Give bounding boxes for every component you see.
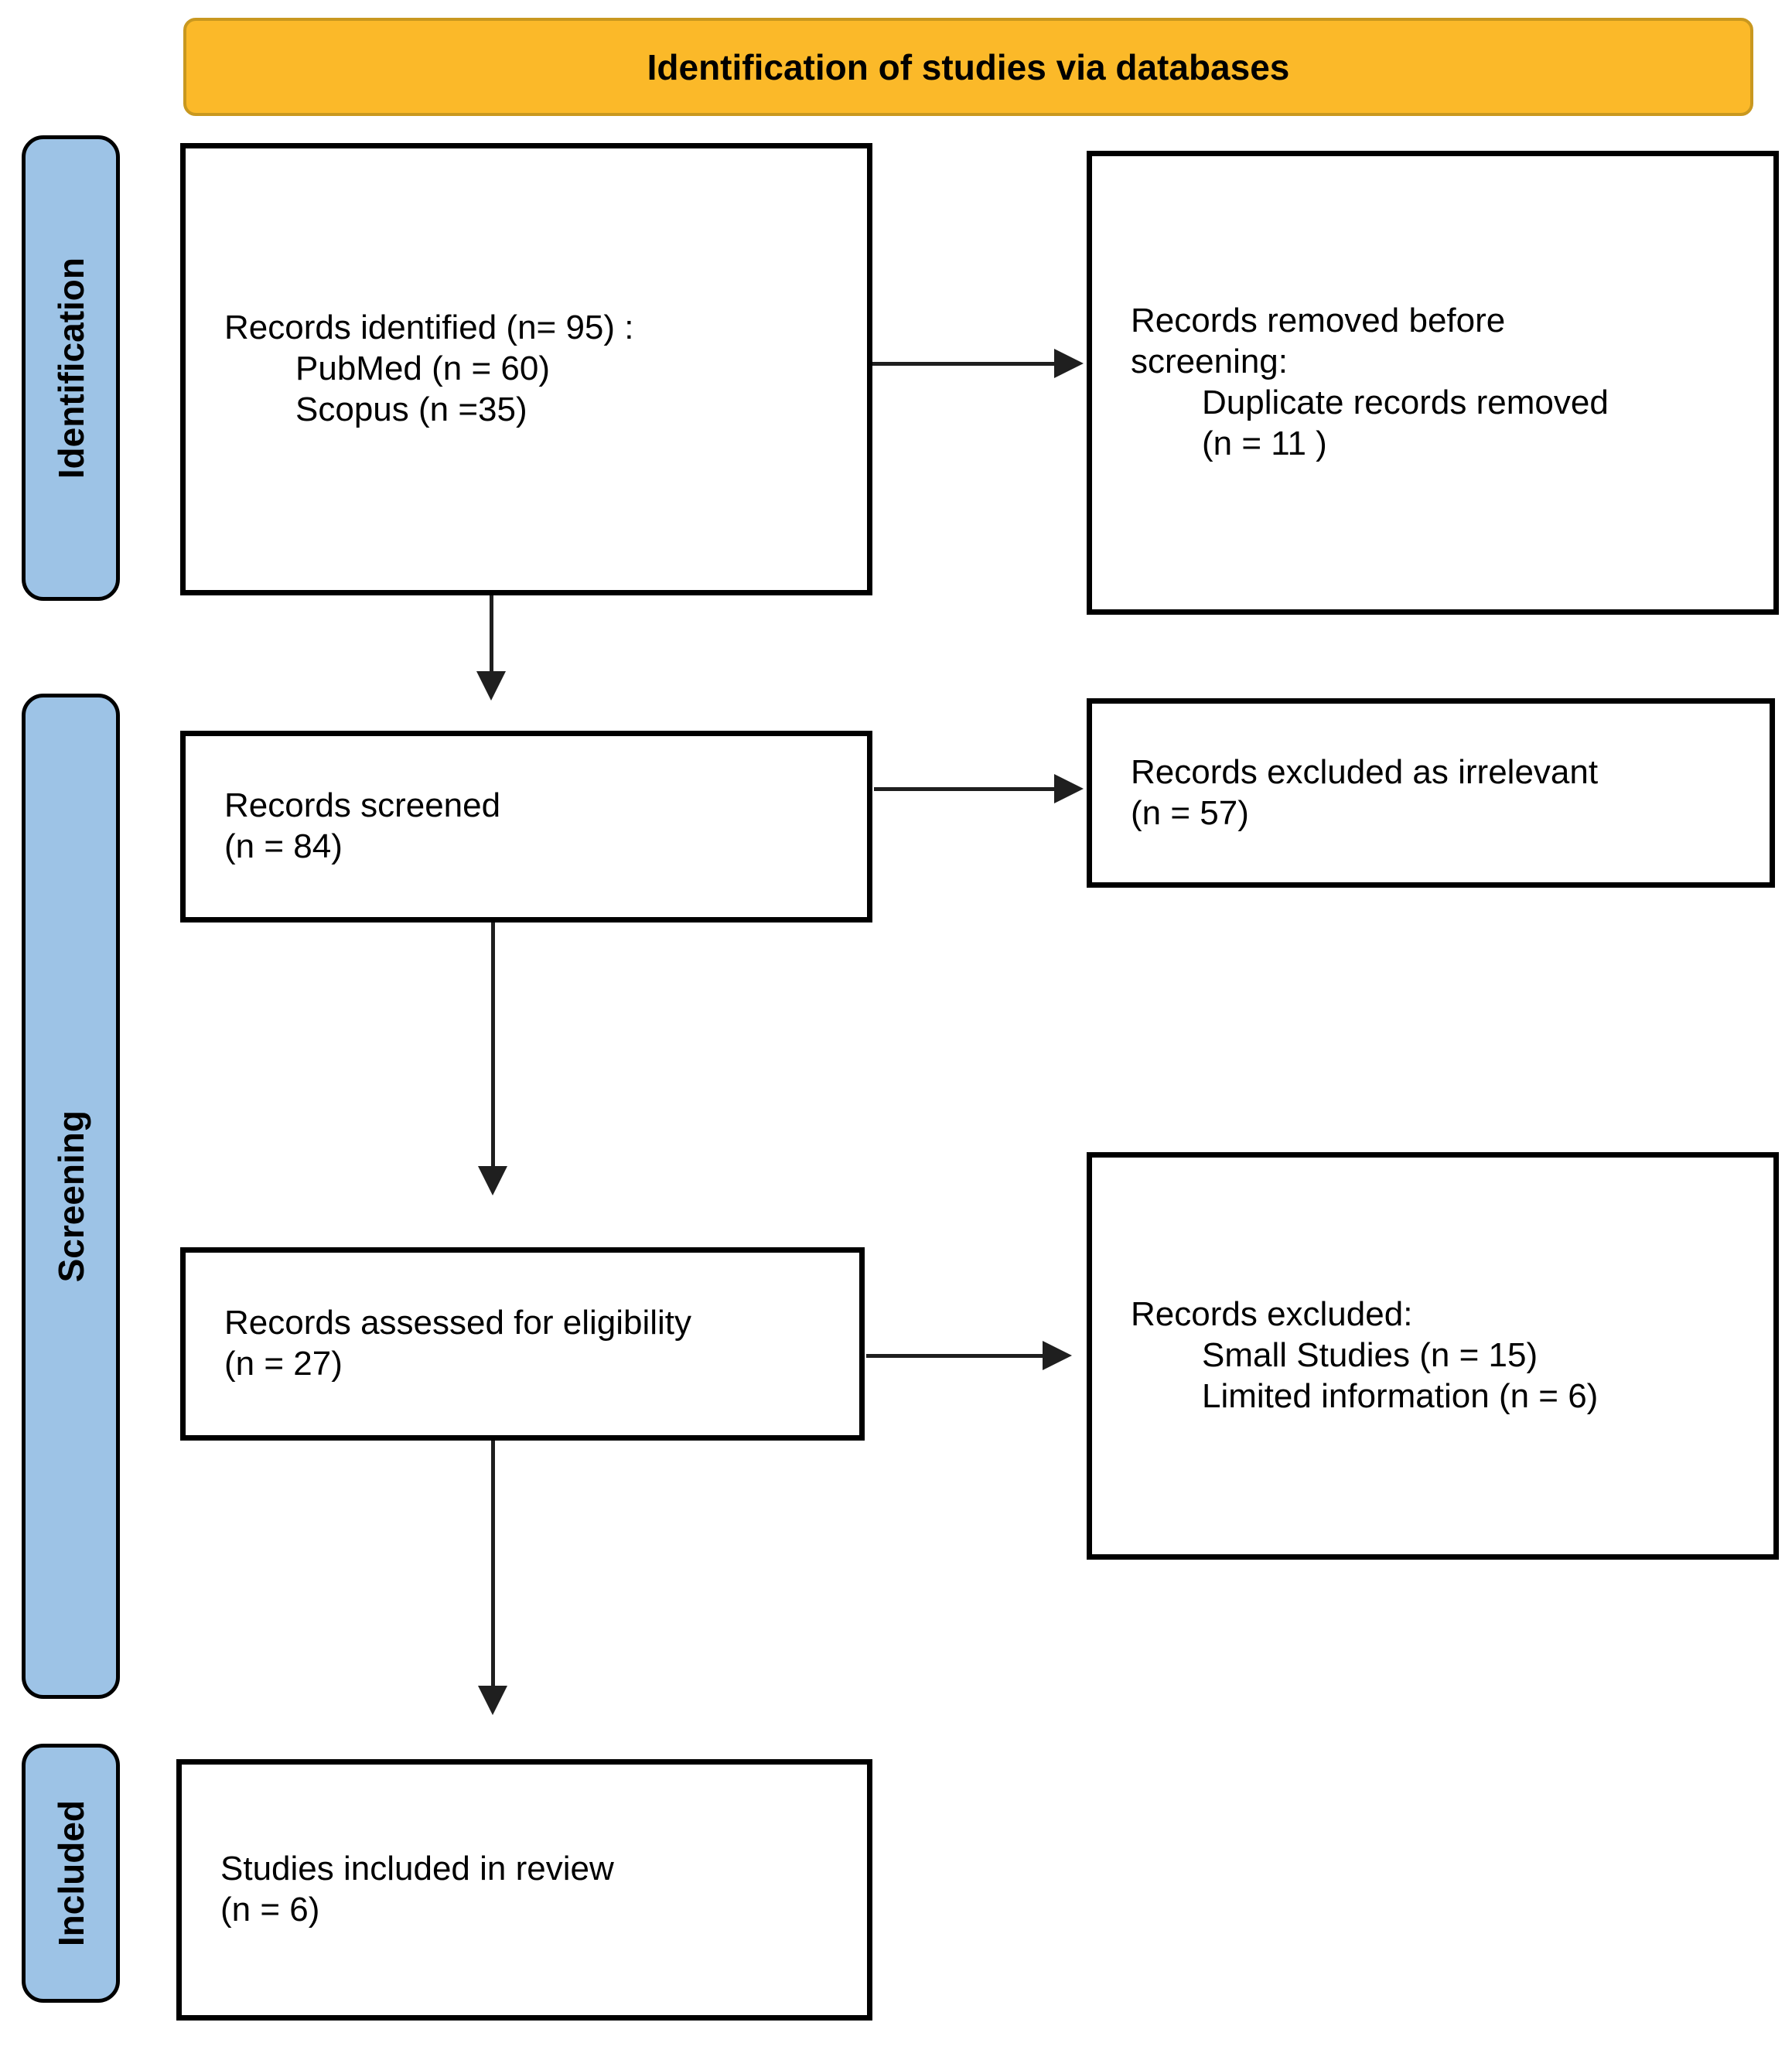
records-screened-line-1: Records screened (224, 786, 501, 825)
records-removed-line-3: Duplicate records removed (1202, 384, 1609, 421)
records-excluded-line-2: Small Studies (n = 15) (1202, 1336, 1538, 1375)
studies-included-line-1: Studies included in review (220, 1850, 614, 1888)
box-records-excluded-irrelevant: Records excluded as irrelevant (n = 57) (1087, 698, 1775, 888)
arrowhead-right-icon (1054, 774, 1084, 803)
stage-bar-identification: Identification (22, 135, 120, 601)
arrow-stem (866, 1354, 1043, 1358)
box-studies-included-in-review: Studies included in review (n = 6) (176, 1759, 872, 2021)
arrowhead-down-icon (478, 1686, 507, 1715)
records-removed-line-1: Records removed before (1131, 302, 1506, 340)
stage-label-screening: Screening (50, 1110, 91, 1283)
box-records-excluded: Records excluded: Small Studies (n = 15)… (1087, 1152, 1779, 1560)
arrowhead-right-icon (1043, 1341, 1072, 1370)
box-records-removed-before-screening: Records removed before screening: Duplic… (1087, 151, 1779, 615)
box-records-assessed-for-eligibility: Records assessed for eligibility (n = 27… (180, 1247, 865, 1441)
arrow-stem (874, 787, 1054, 791)
arrowhead-down-icon (476, 671, 506, 701)
box-records-screened: Records screened (n = 84) (180, 731, 872, 922)
records-excluded-line-3: Limited information (n = 6) (1202, 1376, 1599, 1415)
records-assessed-line-2: (n = 27) (224, 1345, 343, 1383)
records-removed-line-4: (n = 11 ) (1202, 424, 1327, 462)
records-identified-line-2: PubMed (n = 60) (295, 350, 550, 388)
arrow-stem (872, 362, 1054, 366)
stage-bar-included: Included (22, 1744, 120, 2003)
arrowhead-right-icon (1054, 349, 1084, 378)
header-banner: Identification of studies via databases (183, 18, 1753, 116)
stage-label-identification: Identification (50, 257, 91, 479)
header-title: Identification of studies via databases (647, 46, 1290, 87)
box-records-identified: Records identified (n= 95) : PubMed (n =… (180, 143, 872, 595)
arrowhead-down-icon (478, 1166, 507, 1195)
stage-bar-screening: Screening (22, 694, 120, 1699)
stage-label-included: Included (50, 1799, 91, 1947)
records-excluded-line-1: Records excluded: (1131, 1295, 1413, 1334)
arrow-stem (491, 1441, 495, 1687)
arrow-stem (490, 595, 493, 673)
records-removed-line-2: screening: (1131, 343, 1289, 381)
records-excluded-irrelevant-line-2: (n = 57) (1131, 793, 1249, 832)
records-identified-line-1: Records identified (n= 95) : (224, 309, 634, 347)
arrow-stem (491, 922, 495, 1168)
records-identified-line-3: Scopus (n =35) (295, 390, 527, 428)
records-screened-line-2: (n = 84) (224, 827, 343, 865)
studies-included-line-2: (n = 6) (220, 1891, 320, 1929)
records-assessed-line-1: Records assessed for eligibility (224, 1304, 692, 1342)
records-excluded-irrelevant-line-1: Records excluded as irrelevant (1131, 752, 1599, 791)
